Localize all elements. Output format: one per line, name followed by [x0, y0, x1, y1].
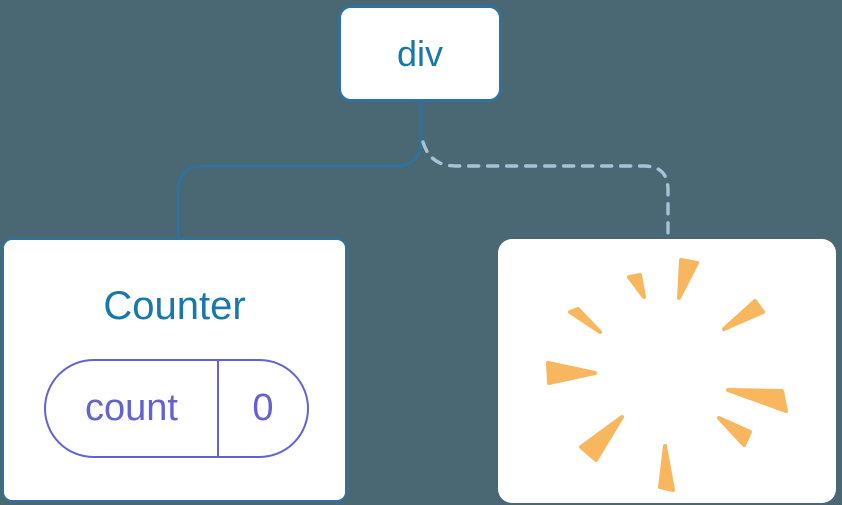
- poof-ray: [726, 388, 788, 413]
- state-value: 0: [252, 387, 274, 429]
- poof-ray: [677, 258, 699, 300]
- poof-ray: [579, 415, 624, 462]
- state-pill: count 0: [44, 359, 309, 458]
- edge-dashed-to-removed: [421, 140, 670, 241]
- poof-ray: [722, 299, 765, 331]
- poof-ray: [717, 416, 752, 447]
- edge-solid-to-counter: [176, 100, 423, 240]
- poof-icon: [546, 258, 788, 492]
- poof-ray: [627, 273, 646, 299]
- poof-ray: [568, 307, 602, 334]
- state-key-label: count: [46, 361, 219, 456]
- counter-title: Counter: [103, 284, 246, 328]
- node-counter-card: Counter count 0: [2, 238, 347, 502]
- node-removed-card: [498, 239, 836, 503]
- poof-ray: [658, 444, 675, 492]
- poof-ray: [546, 361, 597, 385]
- node-div: div: [338, 5, 502, 102]
- node-div-label: div: [396, 32, 444, 74]
